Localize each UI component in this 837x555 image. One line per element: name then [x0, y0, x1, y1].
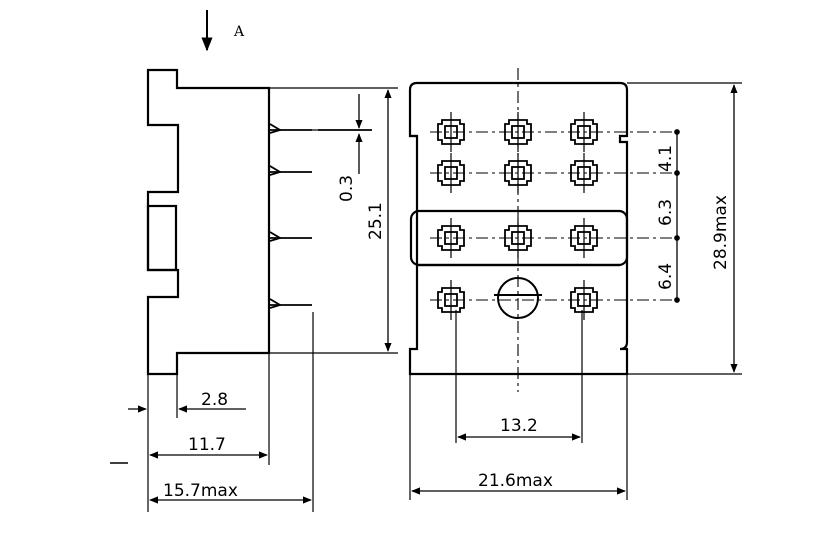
center-lines [430, 68, 680, 392]
dim-text-4-1: 4.1 [656, 145, 676, 172]
dim-text-13-2: 13.2 [500, 416, 538, 436]
pin-socket [437, 112, 465, 152]
dim-text-15-7: 15.7max [163, 481, 238, 501]
pin-socket [504, 218, 532, 258]
front-extension-lines [409, 82, 742, 500]
dim-text-0-3: 0.3 [337, 175, 357, 202]
pin-socket [570, 112, 598, 152]
dim-text-6-3: 6.3 [656, 199, 676, 226]
dim-text-21-6: 21.6max [478, 471, 553, 491]
pin-socket [504, 112, 532, 152]
front-view-outline [408, 81, 629, 376]
dim-text-2-8: 2.8 [201, 390, 228, 410]
dim-line-pitch [674, 129, 680, 303]
pin-socket [504, 153, 532, 193]
pin-socket [437, 153, 465, 193]
pin-socket [570, 218, 598, 258]
pin-sockets [437, 112, 598, 320]
dim-text-28-9: 28.9max [711, 195, 731, 270]
pin-socket [437, 280, 465, 320]
dim-text-11-7: 11.7 [188, 435, 226, 455]
side-extension-lines [147, 87, 398, 512]
pin-socket [437, 218, 465, 258]
dim-text-25-1: 25.1 [366, 202, 386, 240]
side-terminals [269, 123, 372, 309]
pin-socket [570, 153, 598, 193]
dim-text-6-4: 6.4 [656, 263, 676, 290]
pin-socket [570, 280, 598, 320]
front-middle-band [409, 209, 629, 267]
view-label: A [233, 24, 245, 40]
side-view-outline [146, 68, 271, 376]
